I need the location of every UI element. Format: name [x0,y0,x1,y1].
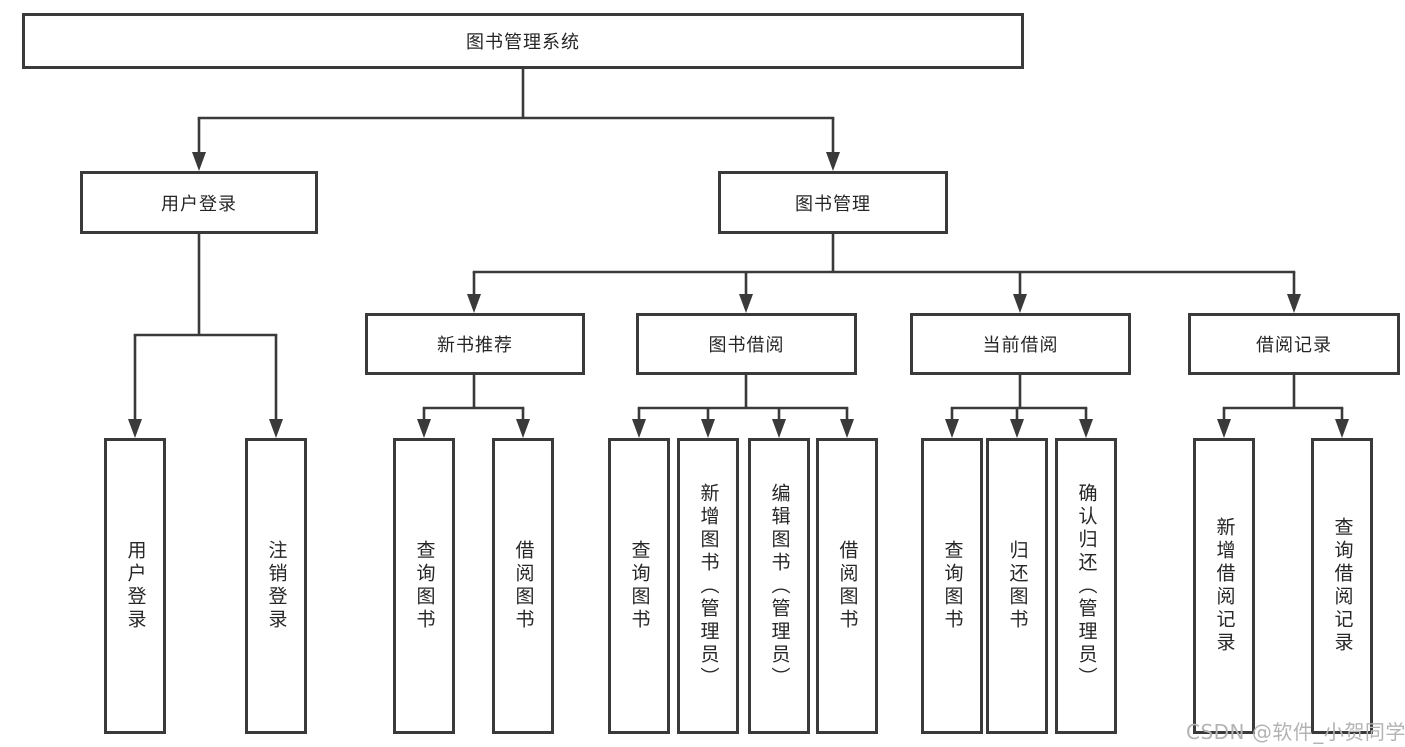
node-label: 新增图书（管理员） [697,482,720,690]
node-leaf-query-books-current: 查询图书 [921,438,983,734]
node-label: 借阅图书 [512,540,535,632]
node-label: 查询图书 [628,540,651,632]
node-label: 确认归还（管理员） [1075,482,1098,690]
node-label: 图书管理系统 [466,32,580,53]
node-label: 新增借阅记录 [1213,517,1236,655]
node-book-management-module: 图书管理 [718,171,948,234]
node-user-login-module: 用户登录 [80,171,318,234]
node-label: 借阅记录 [1256,335,1332,356]
node-label: 图书管理 [795,193,871,215]
node-label: 归还图书 [1006,540,1029,632]
node-leaf-logout: 注销登录 [245,438,307,734]
node-label: 借阅图书 [836,540,859,632]
node-label: 用户登录 [161,193,237,215]
node-label: 图书借阅 [708,335,785,356]
csdn-watermark: CSDN @软件_小贺同学 [1186,720,1405,744]
node-leaf-edit-books-admin: 编辑图书（管理员） [748,438,810,734]
node-borrow-records: 借阅记录 [1188,313,1400,375]
node-label: 查询图书 [941,540,964,632]
node-leaf-query-books-borrow: 查询图书 [608,438,670,734]
node-book-borrowing: 图书借阅 [636,313,857,375]
node-leaf-borrow-books: 借阅图书 [816,438,878,734]
node-root-system: 图书管理系统 [22,13,1024,69]
node-label: 查询借阅记录 [1331,517,1354,655]
node-leaf-borrow-books-newbook: 借阅图书 [492,438,554,734]
node-current-borrowing: 当前借阅 [910,313,1131,375]
node-leaf-user-login: 用户登录 [104,438,166,734]
node-label: 新书推荐 [437,335,513,356]
node-leaf-query-books-newbook: 查询图书 [393,438,455,734]
node-leaf-add-books-admin: 新增图书（管理员） [677,438,739,734]
node-leaf-add-borrow-record: 新增借阅记录 [1193,438,1255,734]
node-label: 用户登录 [124,540,147,632]
node-new-book-recommend: 新书推荐 [365,313,585,375]
node-label: 编辑图书（管理员） [768,482,791,690]
node-label: 当前借阅 [982,335,1059,356]
node-leaf-confirm-return-admin: 确认归还（管理员） [1055,438,1117,734]
node-label: 查询图书 [413,540,436,632]
node-leaf-query-borrow-record: 查询借阅记录 [1311,438,1373,734]
arrowhead-icons [128,152,1349,438]
node-leaf-return-books: 归还图书 [986,438,1048,734]
node-label: 注销登录 [265,540,288,632]
